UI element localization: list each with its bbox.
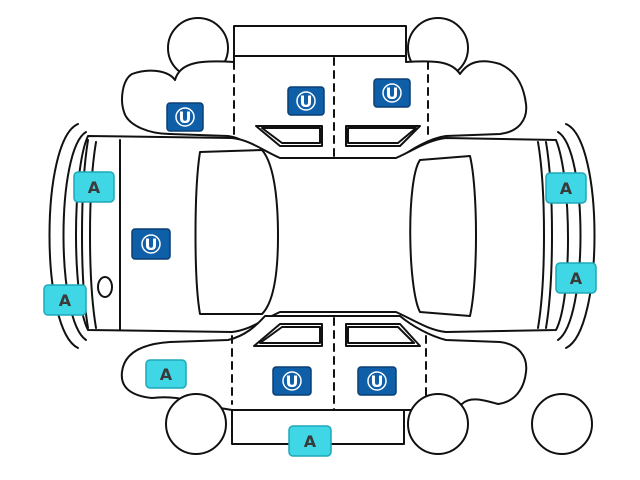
marker-bottom-rear-door[interactable]: U [272,366,312,396]
rear-window [194,149,279,315]
marker-badge [545,172,587,204]
front-rib-1 [545,141,553,329]
marker-label: A [304,432,317,451]
marker-trunk-lid[interactable]: U [131,228,171,260]
front-bumper-inner [557,131,582,341]
marker-label: U [179,108,192,127]
marker-ring [282,371,302,391]
spare-wheel [531,393,593,455]
marker-ring [296,91,316,111]
marker-label: A [560,179,573,198]
marker-ring [382,83,402,103]
marker-bottom-rear-fender[interactable]: A [145,359,187,389]
windshield [409,155,477,317]
marker-badge [357,366,397,396]
rear-bumper-inner [62,131,87,341]
bottom-window-front-inner [347,326,415,344]
marker-badge [166,102,204,132]
front-bumper-outer [565,123,596,349]
marker-badge [373,78,411,108]
marker-label: A [160,365,173,384]
bottom-window-front [345,323,421,347]
marker-top-mid-door[interactable]: U [287,86,325,116]
marker-badge [272,366,312,396]
bottom-window-rear [253,323,323,347]
top-window-front [345,125,421,147]
top-window-rear [255,125,323,147]
marker-ring [367,371,387,391]
marker-ring [175,107,195,127]
marker-front-bumper-lower[interactable]: A [555,262,597,294]
bottom-front-wheel [407,393,469,455]
rear-bumper-outer [48,123,79,349]
marker-label: U [145,235,158,254]
marker-label: U [386,84,399,103]
marker-label: A [88,178,101,197]
top-window-rear-inner [261,127,321,144]
marker-front-bumper-upper[interactable]: A [545,172,587,204]
marker-badge [43,284,87,316]
marker-bottom-rocker[interactable]: A [288,425,332,457]
top-window-front-inner [347,127,417,144]
marker-badge [288,425,332,457]
bottom-rear-wheel [165,393,227,455]
marker-top-rear-door[interactable]: U [166,102,204,132]
top-down-view [48,123,596,349]
damage-markers: U U U U U U A [43,78,597,457]
marker-top-front-door[interactable]: U [373,78,411,108]
marker-label: A [59,291,72,310]
rear-rib-2 [89,141,97,329]
marker-label: U [371,372,384,391]
fuel-cap [97,276,113,298]
marker-bottom-front-door[interactable]: U [357,366,397,396]
marker-badge [73,171,115,203]
marker-label: A [570,269,583,288]
car-outline [48,17,596,455]
marker-badge [287,86,325,116]
marker-label: U [300,92,313,111]
front-rib-2 [537,141,545,329]
marker-ring [141,234,161,254]
marker-badge [555,262,597,294]
marker-rear-bumper-upper[interactable]: A [73,171,115,203]
top-roof-panel [233,25,407,57]
marker-label: U [286,372,299,391]
marker-badge [131,228,171,260]
marker-badge [145,359,187,389]
marker-rear-bumper-lower[interactable]: A [43,284,87,316]
bottom-window-rear-inner [259,326,321,344]
bottom-side-view [120,315,528,455]
